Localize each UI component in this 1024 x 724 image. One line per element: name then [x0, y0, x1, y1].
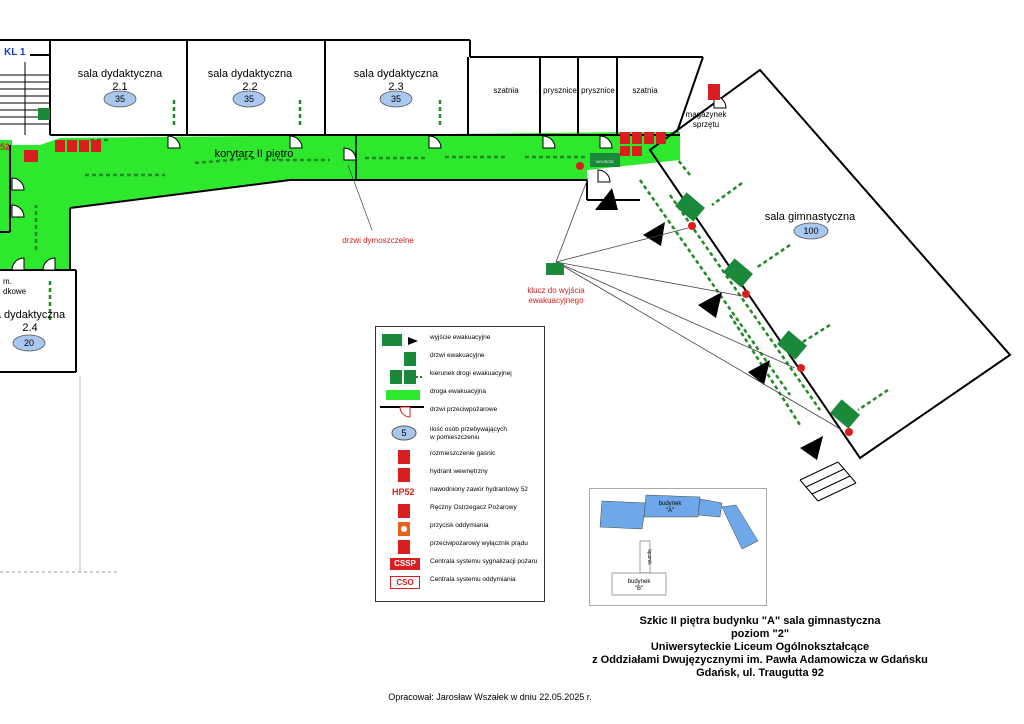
key-label-1: klucz do wyjścia [527, 286, 585, 295]
direction-arrow-icon [390, 370, 424, 384]
exit-door-icon [404, 352, 416, 366]
stair-label: KL 1 [4, 47, 26, 58]
prysznice-1-label: prysznice [543, 86, 577, 95]
gym-name: sala gimnastyczna [765, 211, 856, 223]
rop-icon [398, 504, 410, 518]
door-markers [576, 162, 853, 436]
room-2-1-name: sala dydaktyczna [78, 68, 163, 80]
legend-doors: drzwi ewakuacyjne [376, 349, 544, 369]
title-block: Szkic II piętra budynku "A" sala gimnast… [560, 615, 960, 680]
szatnia-1-label: szatnia [493, 86, 519, 95]
room-2-3-name: sala dydaktyczna [354, 68, 439, 80]
capacity-icon: 5 [391, 425, 417, 441]
direction-arrows [34, 100, 889, 426]
legend-hydrant: hydrant wewnętrzny [376, 465, 544, 485]
power-switch-icon [398, 540, 410, 554]
szatnia-2-label: szatnia [632, 86, 658, 95]
minimap-b-label-1: budynek [628, 579, 652, 585]
outer-stairs [799, 461, 857, 502]
minimap-block-a [643, 494, 701, 518]
sign-text: WYJŚCIE [596, 159, 614, 164]
legend-cssp: CSSP Centrala systemu sygnalizacji pożar… [376, 555, 544, 575]
room-2-4-number: 2.4 [22, 322, 37, 334]
room-2-2-name: sala dydaktyczna [208, 68, 293, 80]
legend-route: droga ewakuacyjna [376, 385, 544, 405]
staircase-steps [0, 62, 50, 135]
room-2-2-number: 2.2 [242, 81, 257, 93]
room-2-4-name: a dydaktyczna [0, 309, 66, 321]
title-line-1: Szkic II piętra budynku "A" sala gimnast… [639, 615, 881, 627]
hydrant-icon [398, 468, 410, 482]
key-label-2: ewakuacyjnego [528, 296, 584, 305]
exit-sign-icon [382, 334, 418, 346]
minimap-connector-label: łącznik [646, 549, 652, 565]
safety-icons [24, 84, 720, 162]
cut-label-1: m. [3, 277, 12, 286]
smoke-button-icon [398, 522, 410, 536]
annotations: drzwi dymoszczelne klucz do wyjścia ewak… [342, 236, 585, 305]
title-line-2: poziom "2" [730, 628, 790, 640]
room-2-1-number: 2.1 [112, 81, 127, 93]
magazynek-label-1: magazynek [686, 110, 728, 119]
smoke-door-leader [347, 164, 373, 231]
route-swatch-icon [386, 390, 420, 400]
minimap-svg: budynek "A" łącznik budynek "B" [599, 494, 759, 596]
capacity-values: 35 35 35 20 100 [24, 94, 819, 348]
legend-smoke-btn: przycisk oddymiania [376, 519, 544, 539]
legend: wyjście ewakuacyjne drzwi ewakuacyjne ki… [375, 326, 545, 602]
legend-fire-door: drzwi przeciwpożarowe [376, 403, 544, 423]
legend-extinguisher: rozmieszczenie gaśnic [376, 447, 544, 467]
title-line-5: Gdańsk, ul. Traugutta 92 [696, 667, 824, 679]
minimap-block-b [611, 572, 667, 596]
gym-outline [648, 68, 1012, 460]
capacity-badges [12, 90, 829, 352]
minimap-b-label-2: "B" [635, 586, 643, 592]
minimap-block-gym [721, 504, 759, 550]
minimap-a-label-1: budynek [659, 501, 683, 507]
author-note: Opracował: Jarosław Wszałek w dniu 22.05… [388, 692, 592, 702]
room-2-3-number: 2.3 [388, 81, 403, 93]
cap-2-1: 35 [115, 94, 125, 104]
evacuation-route [0, 132, 680, 270]
prysznice-2-label: prysznice [581, 86, 615, 95]
smoke-doors-label: drzwi dymoszczelne [342, 236, 414, 245]
cap-2-4: 20 [24, 338, 34, 348]
minimap-block-1 [599, 500, 647, 530]
cap-gym: 100 [803, 226, 818, 236]
legend-direction: kierunek drogi ewakuacyjnej [376, 367, 544, 387]
site-minimap: budynek "A" łącznik budynek "B" [589, 488, 767, 606]
magazynek-label-2: sprzętu [693, 120, 719, 129]
fire-door-icon [380, 406, 424, 418]
legend-rop: Ręczny Ostrzegacz Pożarowy [376, 501, 544, 521]
title-line-3: Uniwersyteckie Liceum Ogólnokształcące [650, 641, 870, 653]
cap-2-2: 35 [244, 94, 254, 104]
small-room-labels: szatnia prysznice prysznice szatnia maga… [3, 86, 727, 296]
minimap-a-label-2: "A" [666, 508, 674, 514]
svg-text:5: 5 [401, 428, 406, 438]
cut-label-2: dkowe [3, 287, 27, 296]
legend-cso: CSO Centrala systemu oddymiania [376, 573, 544, 593]
legend-power: przeciwpożarowy wyłącznik prądu [376, 537, 544, 557]
hp52-partial: 52 [0, 142, 10, 152]
extinguisher-icon [398, 450, 410, 464]
key-lines [555, 177, 843, 431]
exit-signs [38, 108, 860, 429]
cap-2-3: 35 [391, 94, 401, 104]
legend-hp52: HP52 nawodniony zawór hydrantowy 52 [392, 486, 528, 497]
exit-triangles [595, 188, 823, 460]
title-line-4: z Oddziałami Dwujęzycznymi im. Pawła Ada… [592, 654, 928, 666]
minimap-block-3 [697, 498, 723, 518]
corridor-label: korytarz II piętro [215, 148, 294, 160]
legend-exit: wyjście ewakuacyjne [376, 331, 544, 351]
room-labels: sala dydaktyczna 2.1 sala dydaktyczna 2.… [0, 68, 856, 334]
